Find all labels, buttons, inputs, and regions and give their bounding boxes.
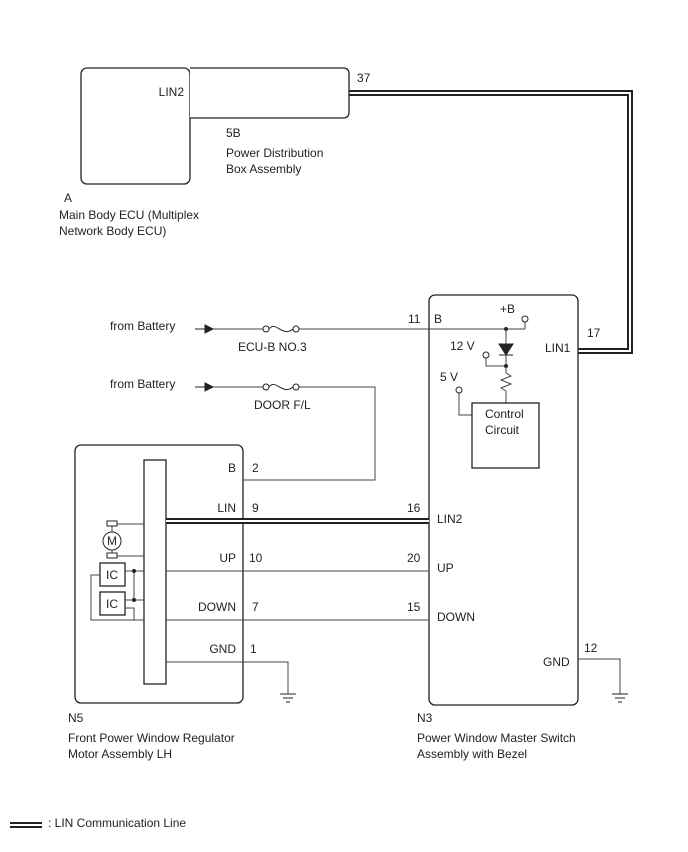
regulator-internal-bar <box>143 459 167 685</box>
n3-down-pin: 15 <box>407 600 421 614</box>
ic2-box <box>99 591 126 616</box>
n5-gnd-wire <box>166 661 289 694</box>
ecub-fuse-label: ECU-B NO.3 <box>238 340 307 354</box>
n5-b-label: B <box>228 461 236 475</box>
n3-ref: N3 <box>417 711 433 725</box>
pdb-ref: 5B <box>226 126 241 140</box>
v5-terminal-icon <box>455 386 463 394</box>
plus-b-terminal-icon <box>521 315 529 323</box>
pdb-name-line2: Box Assembly <box>226 162 301 176</box>
n5-lin-label: LIN <box>217 501 236 515</box>
battery1-arrow-icon <box>195 324 215 334</box>
n3-lin1-pin: 17 <box>587 326 601 340</box>
door-fuse-icon <box>262 383 300 391</box>
ecu-ref: A <box>64 191 72 205</box>
n3-gnd-pin: 12 <box>584 641 598 655</box>
ic-wiring <box>90 569 144 621</box>
n5-lin-pin: 9 <box>252 501 259 515</box>
n5-down-label: DOWN <box>198 600 236 614</box>
n5-down-pin: 7 <box>252 600 259 614</box>
ecub-fuse-icon <box>262 325 300 333</box>
n5-b-pin: 2 <box>252 461 259 475</box>
battery2-arrow-icon <box>195 382 215 392</box>
motor-label: M <box>107 534 117 548</box>
main-body-ecu-box <box>80 67 191 185</box>
n5-gnd-label: GND <box>209 642 236 656</box>
control-circuit-box <box>471 402 540 469</box>
legend-label: : LIN Communication Line <box>48 816 186 830</box>
n3-up-pin: 20 <box>407 551 421 565</box>
n5-up-label: UP <box>219 551 236 565</box>
n5-name-line1: Front Power Window Regulator <box>68 731 235 745</box>
ic1-label: IC <box>106 568 118 582</box>
battery2-label: from Battery <box>110 377 175 391</box>
master-switch-box <box>428 294 579 706</box>
n3-lin2-pin: 16 <box>407 501 421 515</box>
resistor-icon <box>499 366 513 403</box>
v12-label: 12 V <box>450 339 475 353</box>
n3-lin1-label: LIN1 <box>545 341 571 355</box>
lin-line-ecu-to-master <box>188 90 633 354</box>
control-circuit-line1: Control <box>485 407 524 421</box>
n3-lin2-label: LIN2 <box>437 512 463 526</box>
control-circuit-line2: Circuit <box>485 423 520 437</box>
door-fuse-label: DOOR F/L <box>254 398 311 412</box>
n3-up-label: UP <box>437 561 454 575</box>
n3-name-line1: Power Window Master Switch <box>417 731 576 745</box>
ic2-label: IC <box>106 597 118 611</box>
n3-down-label: DOWN <box>437 610 475 624</box>
n3-ground-icon <box>612 693 628 703</box>
pdb-name-line1: Power Distribution <box>226 146 323 160</box>
battery1-label: from Battery <box>110 319 175 333</box>
ecu-name-line1: Main Body ECU (Multiplex <box>59 208 199 222</box>
v5-label: 5 V <box>440 370 458 384</box>
v12-terminal-icon <box>482 351 490 359</box>
n5-ground-icon <box>280 693 296 703</box>
plus-b-label: +B <box>500 302 515 316</box>
n5-ref: N5 <box>68 711 84 725</box>
diode-icon <box>498 343 514 356</box>
n5-gnd-pin: 1 <box>250 642 257 656</box>
n3-b-label: B <box>434 312 442 326</box>
n3-gnd-wire <box>578 658 621 694</box>
n5-name-line2: Motor Assembly LH <box>68 747 172 761</box>
ecu-name-line2: Network Body ECU) <box>59 224 166 238</box>
n5-up-pin: 10 <box>249 551 263 565</box>
n3-name-line2: Assembly with Bezel <box>417 747 527 761</box>
pdb-pin: 37 <box>357 71 371 85</box>
power-distribution-box <box>190 67 350 119</box>
ecu-lin2-label: LIN2 <box>159 85 185 99</box>
door-fuse-wire <box>166 386 376 481</box>
n3-gnd-label: GND <box>543 655 570 669</box>
n3-b-pin: 11 <box>408 312 421 326</box>
